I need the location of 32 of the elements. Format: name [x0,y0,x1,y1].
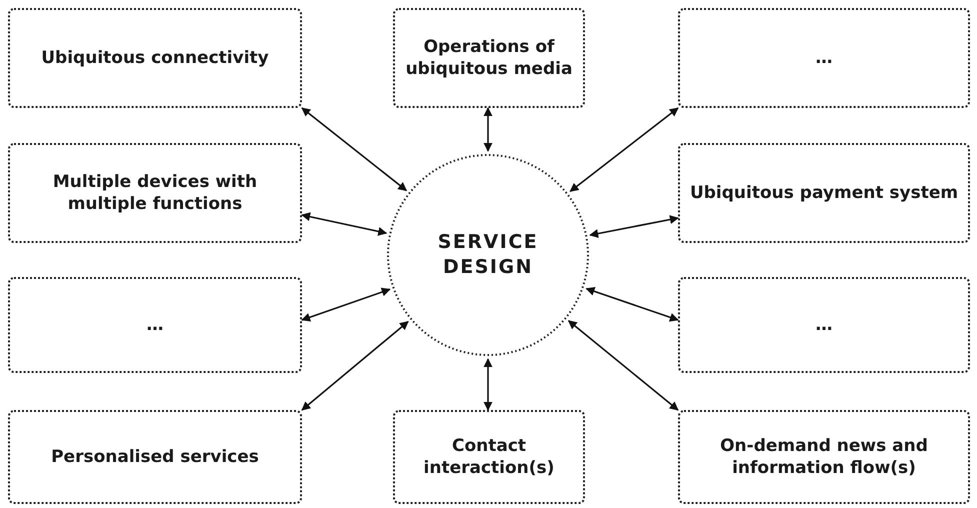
node-label: … [814,314,834,336]
node-label: Ubiquitous connectivity [40,46,270,70]
dotted-box [8,410,302,504]
dotted-box [8,143,302,243]
node-label: Personalised services [50,446,260,468]
double-arrow [301,320,409,411]
dotted-box [678,8,970,108]
double-arrow [484,107,492,152]
node-label: … [146,314,164,336]
dotted-box [678,143,970,243]
node-label: Ubiquitous payment system [688,182,960,204]
center-title: SERVICE DESIGN [436,230,540,280]
circle-node [386,153,590,357]
node-label: Multiple devices with multiple functions [52,170,258,216]
double-arrow [568,320,679,411]
dotted-box [678,277,970,373]
double-arrow [301,212,388,236]
dotted-box [678,410,970,504]
double-arrow [570,107,679,192]
dotted-box [393,410,585,504]
node-label: … [814,46,834,70]
double-arrow [589,215,679,238]
dotted-box [8,277,302,373]
double-arrow [586,287,679,322]
double-arrow [301,288,391,322]
node-label: Contact interaction(s) [422,434,556,480]
double-arrow [301,107,408,192]
double-arrow [484,358,492,411]
dotted-box [393,8,585,108]
dotted-box [8,8,302,108]
node-label: Operations of ubiquitous media [404,36,574,80]
node-label: On-demand news and information flow(s) [719,434,929,480]
